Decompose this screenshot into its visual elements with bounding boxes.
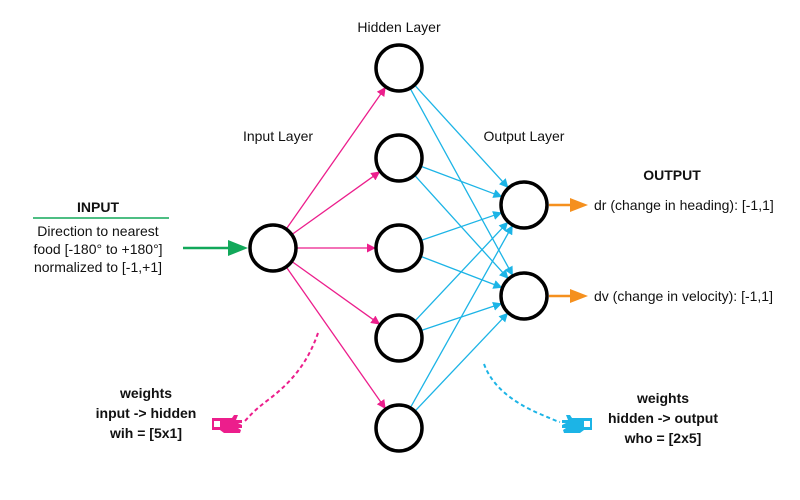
input-description-line-3: normalized to [-1,+1]	[34, 259, 162, 275]
output-node-1	[499, 180, 549, 230]
output-dv-label: dv (change in velocity): [-1,1]	[594, 288, 773, 304]
input-description-line-2: food [-180° to +180°]	[33, 241, 162, 257]
output-layer-label: Output Layer	[484, 128, 565, 144]
output-dr-label: dr (change in heading): [-1,1]	[594, 197, 774, 213]
network-nodes	[248, 43, 549, 453]
output-arrow-dv	[549, 289, 588, 303]
output-arrow-dr	[549, 198, 588, 212]
input-arrow	[183, 240, 248, 256]
hidden-node-4	[374, 313, 424, 363]
weights-ih-line-1: weights	[119, 385, 172, 401]
weights-ho-line-1: weights	[636, 390, 689, 406]
connection-hidden-2-output-1	[420, 165, 503, 198]
input-description-line-1: Direction to nearest	[37, 223, 159, 239]
hidden-node-3	[374, 223, 424, 273]
hidden-node-5	[374, 403, 424, 453]
output-node-2	[499, 271, 549, 321]
connection-hidden-5-output-2	[414, 312, 509, 412]
pointing-hand-icon	[562, 415, 592, 433]
input-hidden-connections	[285, 86, 386, 410]
connection-hidden-1-output-1	[414, 84, 509, 188]
output-heading: OUTPUT	[643, 167, 701, 183]
weights-ih-line-3: wih = [5x1]	[109, 425, 182, 441]
connection-input-hidden-4	[291, 260, 381, 325]
hidden-node-2	[374, 133, 424, 183]
connection-hidden-4-output-1	[414, 221, 509, 322]
connection-input-hidden-5	[285, 266, 386, 410]
weights-ho-dashed-pointer	[483, 363, 561, 423]
hidden-node-1	[374, 43, 424, 93]
weights-ho-line-2: hidden -> output	[608, 410, 718, 426]
weights-ih-dashed-pointer	[243, 332, 319, 423]
hidden-output-connections	[409, 84, 514, 412]
weights-ih-line-2: input -> hidden	[96, 405, 197, 421]
connection-hidden-3-output-1	[420, 211, 503, 242]
connection-input-hidden-2	[291, 171, 381, 236]
pointing-hand-icon	[212, 415, 242, 433]
input-node-1	[248, 223, 298, 273]
hidden-layer-label: Hidden Layer	[357, 19, 441, 35]
weights-ho-line-3: who = [2x5]	[624, 430, 702, 446]
connection-hidden-5-output-1	[409, 225, 513, 409]
input-heading: INPUT	[77, 199, 119, 215]
input-layer-label: Input Layer	[243, 128, 313, 144]
connection-input-hidden-1	[285, 86, 386, 230]
